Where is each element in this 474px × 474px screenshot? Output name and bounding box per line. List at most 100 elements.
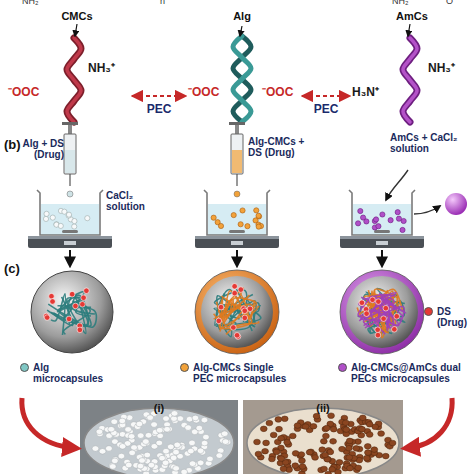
bead [201,417,208,423]
syringe-needle [236,174,237,186]
bead [118,453,125,459]
drug-dot [81,295,87,301]
bead [355,221,360,226]
bead [72,224,77,229]
stirrer-plate [340,236,424,248]
bead [256,214,261,219]
bead [347,465,354,471]
bead [358,208,363,213]
bead [262,448,269,454]
legend-text: Alg-CMCs Single PEC microcapsules [193,362,290,384]
bead [306,449,313,455]
cmcs-strand [67,38,81,122]
bead [319,447,326,453]
panel-letter: (b) [4,138,21,152]
stirrer-plate [28,236,112,248]
bead [359,426,366,432]
pointer-arrow [75,24,77,36]
bead [148,462,155,468]
bead [330,426,337,432]
bead [187,448,194,454]
bead [339,446,346,452]
polymer-mesh [358,296,379,318]
interaction-label: PEC [147,103,172,116]
panel-label: (i) [139,402,179,414]
bead [281,416,288,422]
bead [289,433,296,439]
bead [125,427,132,433]
formula-fragment: NH₂ [392,0,409,7]
bead [280,466,287,472]
bead [240,208,245,213]
bead [216,453,223,459]
bead [323,433,330,439]
bead [144,452,151,458]
drug-dot [394,313,400,319]
bead [96,429,103,435]
bead [192,415,199,421]
functional-group: ⁻OOC [262,86,300,99]
syringe-fluid [65,150,75,173]
stirrer-top [195,236,279,239]
beaker-glass [37,190,103,235]
drug-dot [77,327,83,333]
product-sphere [445,193,467,215]
bead [173,449,180,455]
photograph [243,400,403,474]
drug-dot [232,290,238,296]
polymer-node: AmCsH₃N⁺NH₃⁺ [352,6,470,126]
bead [197,460,204,466]
bead [275,417,282,423]
drug-dot [84,288,90,294]
bead [129,450,136,456]
amcs-strand [403,38,417,122]
bead [365,450,372,456]
syringe-needle [69,174,70,186]
bead [119,418,126,424]
bead [72,218,77,223]
drug-dot [73,303,79,309]
photo-panel: (ii) [243,400,403,474]
capsule-core [201,276,273,348]
drug-dot [234,332,240,338]
microcapsule [340,270,424,354]
bead [364,444,371,450]
bead [302,424,309,430]
bead [164,426,171,432]
bead [245,224,250,229]
capsule-shell [195,270,279,354]
capsule-shell [340,270,424,354]
drug-dot [50,299,56,305]
bead [106,446,113,452]
bead [363,455,370,461]
drug-dot [375,327,381,333]
drug-dot [383,305,389,311]
beaker-glass [204,190,270,235]
bead [329,467,336,473]
bead [171,416,178,422]
bead [364,219,369,224]
bead [44,211,49,216]
bead [380,212,385,217]
bead [330,439,337,445]
syringe-fluid [232,150,242,173]
bead [196,425,203,431]
syringe-cap [62,122,78,125]
petri-dish [84,408,234,474]
bead [273,449,280,455]
bead [125,462,132,468]
microcapsule [195,270,279,354]
step-label: Alg-CMCs + DS (Drug) [248,136,318,158]
bead [353,446,360,452]
legend-text: DS (Drug) [437,306,474,328]
bead [260,426,267,432]
bead [373,217,378,222]
bead [294,423,301,429]
polymer-mesh [217,288,244,321]
drug-dot [216,318,222,324]
bead [136,421,143,427]
bead [163,416,170,422]
bead [171,411,178,417]
polymer-node: CMCs⁻OOCNH₃⁺ [8,6,130,126]
